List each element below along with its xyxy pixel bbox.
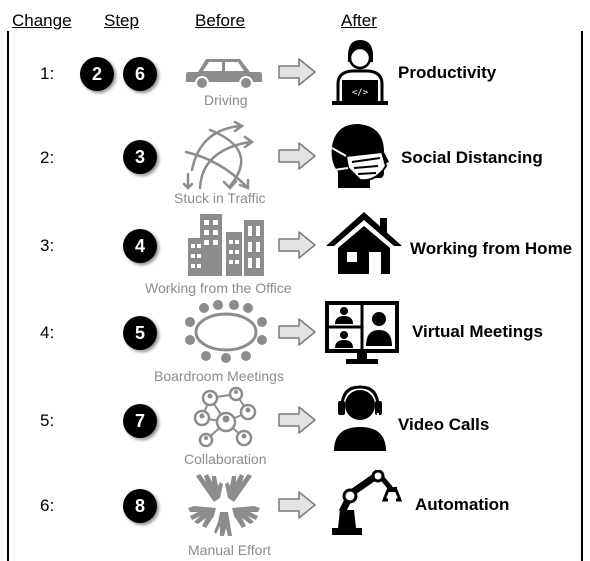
video-conference-icon xyxy=(325,301,399,364)
after-label: Productivity xyxy=(398,63,497,82)
after-label: Video Calls xyxy=(398,415,490,434)
frame-left-line xyxy=(7,31,9,561)
transition-arrow-icon xyxy=(278,406,316,434)
change-number: 1: xyxy=(40,64,55,83)
after-label: Virtual Meetings xyxy=(412,322,543,341)
after-label: Working from Home xyxy=(410,239,573,258)
network-people-icon xyxy=(193,386,257,448)
headset-person-icon xyxy=(334,385,386,451)
transition-arrow-icon xyxy=(278,58,316,86)
step-badge: 2 xyxy=(80,57,114,91)
traffic-arrows-icon xyxy=(182,120,255,190)
change-number: 5: xyxy=(40,411,55,430)
before-label: Manual Effort xyxy=(188,542,272,558)
masked-person-icon xyxy=(331,124,389,188)
change-number: 6: xyxy=(40,496,55,515)
boardroom-table-icon xyxy=(185,300,267,363)
coder-laptop-icon: </> xyxy=(332,40,388,105)
transition-arrow-icon xyxy=(278,231,316,259)
transition-arrow-icon xyxy=(278,318,316,346)
hands-circle-icon xyxy=(188,474,260,536)
header-after: After xyxy=(341,11,377,30)
step-badge: 8 xyxy=(123,489,157,523)
change-number: 4: xyxy=(40,323,55,342)
step-badge: 5 xyxy=(123,316,157,350)
svg-text:</>: </> xyxy=(352,88,369,98)
office-buildings-icon xyxy=(188,214,264,276)
frame-right-line xyxy=(581,31,583,561)
car-icon xyxy=(186,59,262,90)
after-label: Social Distancing xyxy=(401,148,543,167)
before-label: Boardroom Meetings xyxy=(154,368,284,384)
header-before: Before xyxy=(195,11,246,30)
transition-arrow-icon xyxy=(278,491,316,519)
step-badge: 7 xyxy=(123,404,157,438)
header-change: Change xyxy=(12,11,72,30)
robot-arm-icon xyxy=(332,470,403,535)
transition-arrow-icon xyxy=(278,142,316,170)
before-label: Driving xyxy=(204,92,248,108)
before-label: Collaboration xyxy=(184,451,267,467)
step-badge: 6 xyxy=(123,57,157,91)
step-badge: 3 xyxy=(123,140,157,174)
after-label: Automation xyxy=(415,495,510,514)
change-number: 2: xyxy=(40,148,55,167)
house-icon xyxy=(326,212,402,274)
before-label: Stuck in Traffic xyxy=(174,190,266,206)
step-badge: 4 xyxy=(123,229,157,263)
before-label: Working from the Office xyxy=(145,280,292,296)
change-number: 3: xyxy=(40,236,55,255)
header-step: Step xyxy=(104,11,139,30)
